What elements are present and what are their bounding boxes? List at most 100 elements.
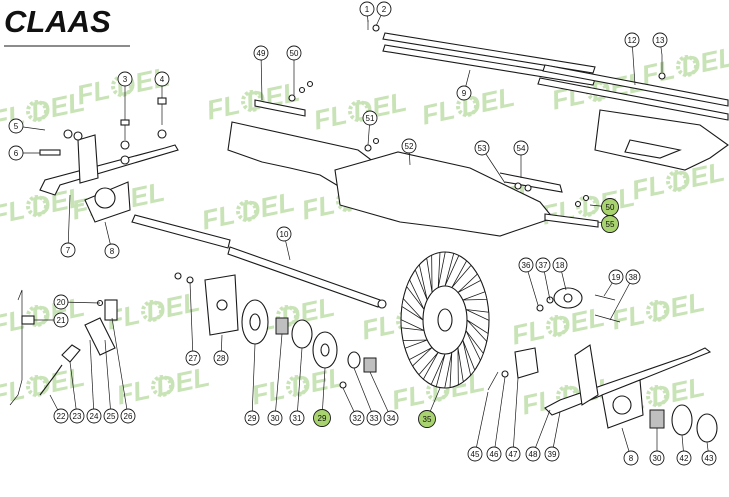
leader-line — [474, 391, 489, 455]
watermark: FL DEL — [639, 42, 729, 91]
fan-blade — [462, 339, 476, 377]
bolt-50d — [574, 200, 582, 208]
gear-icon — [26, 305, 48, 327]
bolt-4-head — [157, 97, 167, 105]
leader-line — [69, 361, 78, 417]
callout-circle — [253, 45, 269, 61]
callout-38: 38 — [625, 269, 641, 285]
callout-circle — [525, 446, 541, 462]
callout-circle — [53, 408, 69, 424]
watermark-text: FL DEL — [204, 77, 302, 126]
fan-blade — [430, 353, 446, 388]
bushing-30b — [649, 409, 665, 429]
watermark: FL DEL — [0, 292, 87, 341]
fan-blade — [465, 330, 484, 362]
callout-circle — [103, 408, 119, 424]
callout-label: 12 — [628, 36, 637, 45]
callout-circle — [267, 410, 283, 426]
callout-label: 53 — [478, 144, 487, 153]
callout-3: 3 — [117, 71, 133, 87]
callout-18: 18 — [552, 257, 568, 273]
callout-7: 7 — [60, 242, 76, 258]
shaft-10b — [227, 246, 381, 308]
washer-8c — [120, 155, 130, 165]
callout-label: 47 — [509, 450, 518, 459]
callout-4: 4 — [154, 71, 170, 87]
watermark: FL DEL — [311, 87, 409, 136]
callout-label: 18 — [556, 261, 565, 270]
callout-label: 50 — [606, 203, 615, 212]
callout-label: 7 — [66, 246, 71, 255]
callout-label: 27 — [189, 354, 198, 363]
callout-label: 49 — [257, 49, 266, 58]
callout-circle — [376, 1, 392, 17]
callout-5: 5 — [8, 118, 24, 134]
callout-circle — [213, 350, 229, 366]
callout-circle — [601, 215, 619, 233]
frame-bracket-7 — [39, 144, 179, 196]
callout-label: 22 — [57, 412, 66, 421]
callout-label: 51 — [366, 114, 375, 123]
fan-blade — [444, 252, 460, 287]
nut-53 — [514, 182, 522, 190]
callout-label: 10 — [280, 230, 289, 239]
gear-icon — [26, 195, 48, 217]
callout-30: 30 — [649, 450, 665, 466]
watermark-text: FL DEL — [114, 362, 212, 411]
callout-circle — [53, 294, 69, 310]
fan-blade — [437, 251, 446, 288]
callout-circle — [286, 45, 302, 61]
bolt-19 — [594, 294, 616, 301]
watermark-text: FL DEL — [639, 42, 729, 91]
block-47 — [514, 347, 539, 379]
bolt-51 — [364, 144, 372, 152]
callout-label: 30 — [271, 414, 280, 423]
gear-icon — [141, 300, 163, 322]
fan-blade — [457, 273, 482, 293]
callout-48: 48 — [525, 446, 541, 462]
callout-circle — [366, 410, 382, 426]
top-rod-12 — [537, 64, 729, 121]
callout-29: 29 — [313, 409, 331, 427]
callout-circle — [276, 226, 292, 242]
callout-circle — [456, 85, 472, 101]
bearing-hole-8 — [94, 187, 116, 209]
callout-circle — [623, 450, 639, 466]
gear-icon — [286, 375, 308, 397]
callout-circle — [289, 410, 305, 426]
leader-line — [104, 339, 112, 417]
bolt-45 — [487, 371, 499, 391]
callout-circle — [8, 145, 24, 161]
parts-artwork — [9, 20, 729, 443]
bar-55 — [544, 213, 599, 228]
fan-blade — [465, 309, 490, 322]
fan-blade — [401, 297, 424, 321]
callout-label: 3 — [123, 75, 128, 84]
callout-49: 49 — [253, 45, 269, 61]
callout-20: 20 — [53, 294, 69, 310]
shield-right — [594, 109, 729, 171]
callout-30: 30 — [267, 410, 283, 426]
callout-label: 37 — [539, 261, 548, 270]
claas-logo: CLAAS — [4, 4, 130, 47]
callout-8: 8 — [104, 243, 120, 259]
callout-circle — [104, 243, 120, 259]
bolt-6 — [39, 149, 61, 156]
leader-line — [369, 371, 392, 419]
callout-circle — [652, 32, 668, 48]
callout-label: 26 — [124, 412, 133, 421]
callout-label: 9 — [462, 89, 467, 98]
callout-label: 52 — [405, 142, 414, 151]
watermark: FL DEL — [509, 302, 607, 351]
callout-label: 6 — [14, 149, 19, 158]
callout-37: 37 — [535, 257, 551, 273]
callout-circle — [505, 446, 521, 462]
plate-28-hole — [216, 299, 228, 311]
callout-28: 28 — [213, 350, 229, 366]
callout-33: 33 — [366, 410, 382, 426]
callout-label: 19 — [612, 273, 621, 282]
clip-21 — [21, 315, 35, 325]
callout-circle — [185, 350, 201, 366]
callout-26: 26 — [120, 408, 136, 424]
